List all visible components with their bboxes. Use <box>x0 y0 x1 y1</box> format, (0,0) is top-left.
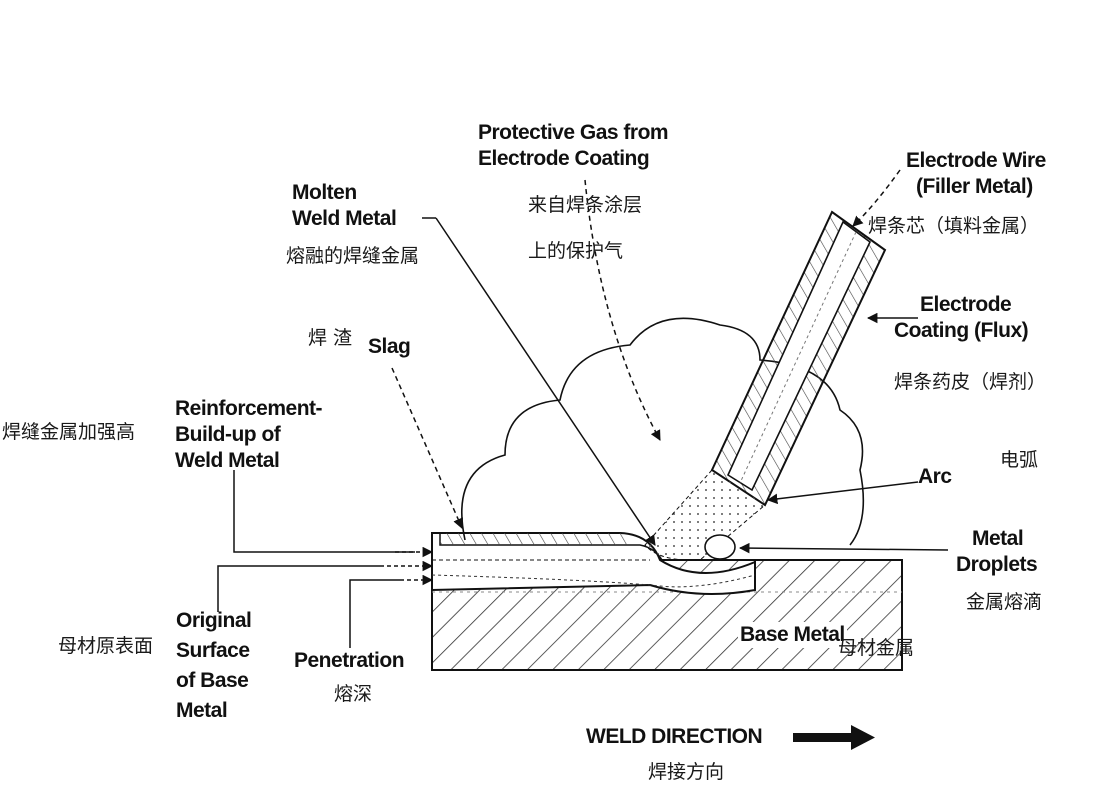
reinforcement-zh: 焊缝金属加强高 <box>2 421 136 443</box>
electrode-wire-line-1: Electrode Wire <box>906 149 1046 172</box>
molten-weld-line-2: Weld Metal <box>292 207 397 230</box>
protective-gas-zh: 来自焊条涂层 上的保护气 <box>528 182 642 274</box>
weld-direction-zh: 焊接方向 <box>648 761 725 783</box>
molten-weld-label: Molten Weld Metal <box>292 180 397 232</box>
original-surface-label: Original Surface of Base Metal <box>176 606 252 726</box>
gas-cloud <box>461 317 865 546</box>
protective-gas-line-2: Electrode Coating <box>478 147 650 170</box>
original-surface-line-4: Metal <box>176 699 228 722</box>
reinforcement-label: Reinforcement- Build-up of Weld Metal <box>175 396 323 474</box>
arc-label: Arc <box>918 465 952 488</box>
original-surface-line-3: of Base <box>176 669 249 692</box>
protective-gas-line-1: Protective Gas from <box>478 121 669 144</box>
original-surface-line-1: Original <box>176 609 252 632</box>
protective-gas-label: Protective Gas from Electrode Coating <box>478 120 669 172</box>
reinforcement-line-3: Weld Metal <box>175 449 280 472</box>
metal-droplets-line-1: Metal <box>972 527 1024 550</box>
molten-weld-line-1: Molten <box>292 181 357 204</box>
original-surface-zh: 母材原表面 <box>58 635 154 657</box>
electrode-wire-label: Electrode Wire (Filler Metal) <box>906 148 1046 200</box>
weld-direction-label: WELD DIRECTION <box>586 725 763 748</box>
leader-lines <box>217 169 949 648</box>
base-metal-label: Base Metal <box>738 622 847 648</box>
reinforcement-line-2: Build-up of <box>175 423 281 446</box>
slag-zh: 焊 渣 <box>308 327 353 349</box>
electrode-coating-line-1: Electrode <box>920 293 1012 316</box>
reinforcement-line-1: Reinforcement- <box>175 397 323 420</box>
electrode-coating-label: Electrode Coating (Flux) <box>894 292 1029 344</box>
arc-zh: 电弧 <box>1000 449 1039 471</box>
molten-weld-zh: 熔融的焊缝金属 <box>286 245 420 267</box>
arc-zone <box>644 469 766 561</box>
metal-droplets-label: Metal Droplets <box>956 526 1038 578</box>
original-surface-line-2: Surface <box>176 639 250 662</box>
metal-droplets-zh: 金属熔滴 <box>966 591 1043 613</box>
protective-gas-zh-line-1: 来自焊条涂层 <box>528 194 643 216</box>
weld-direction-arrow <box>793 725 875 750</box>
electrode-wire-zh: 焊条芯（填料金属） <box>868 215 1040 237</box>
electrode-coating-line-2: Coating (Flux) <box>894 319 1029 342</box>
electrode-coating-zh: 焊条药皮（焊剂） <box>894 371 1047 393</box>
electrode-wire-line-2: (Filler Metal) <box>916 175 1033 198</box>
penetration-zh: 熔深 <box>334 683 373 705</box>
metal-droplets-line-2: Droplets <box>956 553 1038 576</box>
slag-label: Slag <box>368 335 411 358</box>
protective-gas-zh-line-2: 上的保护气 <box>528 240 624 262</box>
base-metal-zh: 母材金属 <box>838 637 915 659</box>
electrode <box>710 210 887 507</box>
penetration-label: Penetration <box>294 649 405 672</box>
